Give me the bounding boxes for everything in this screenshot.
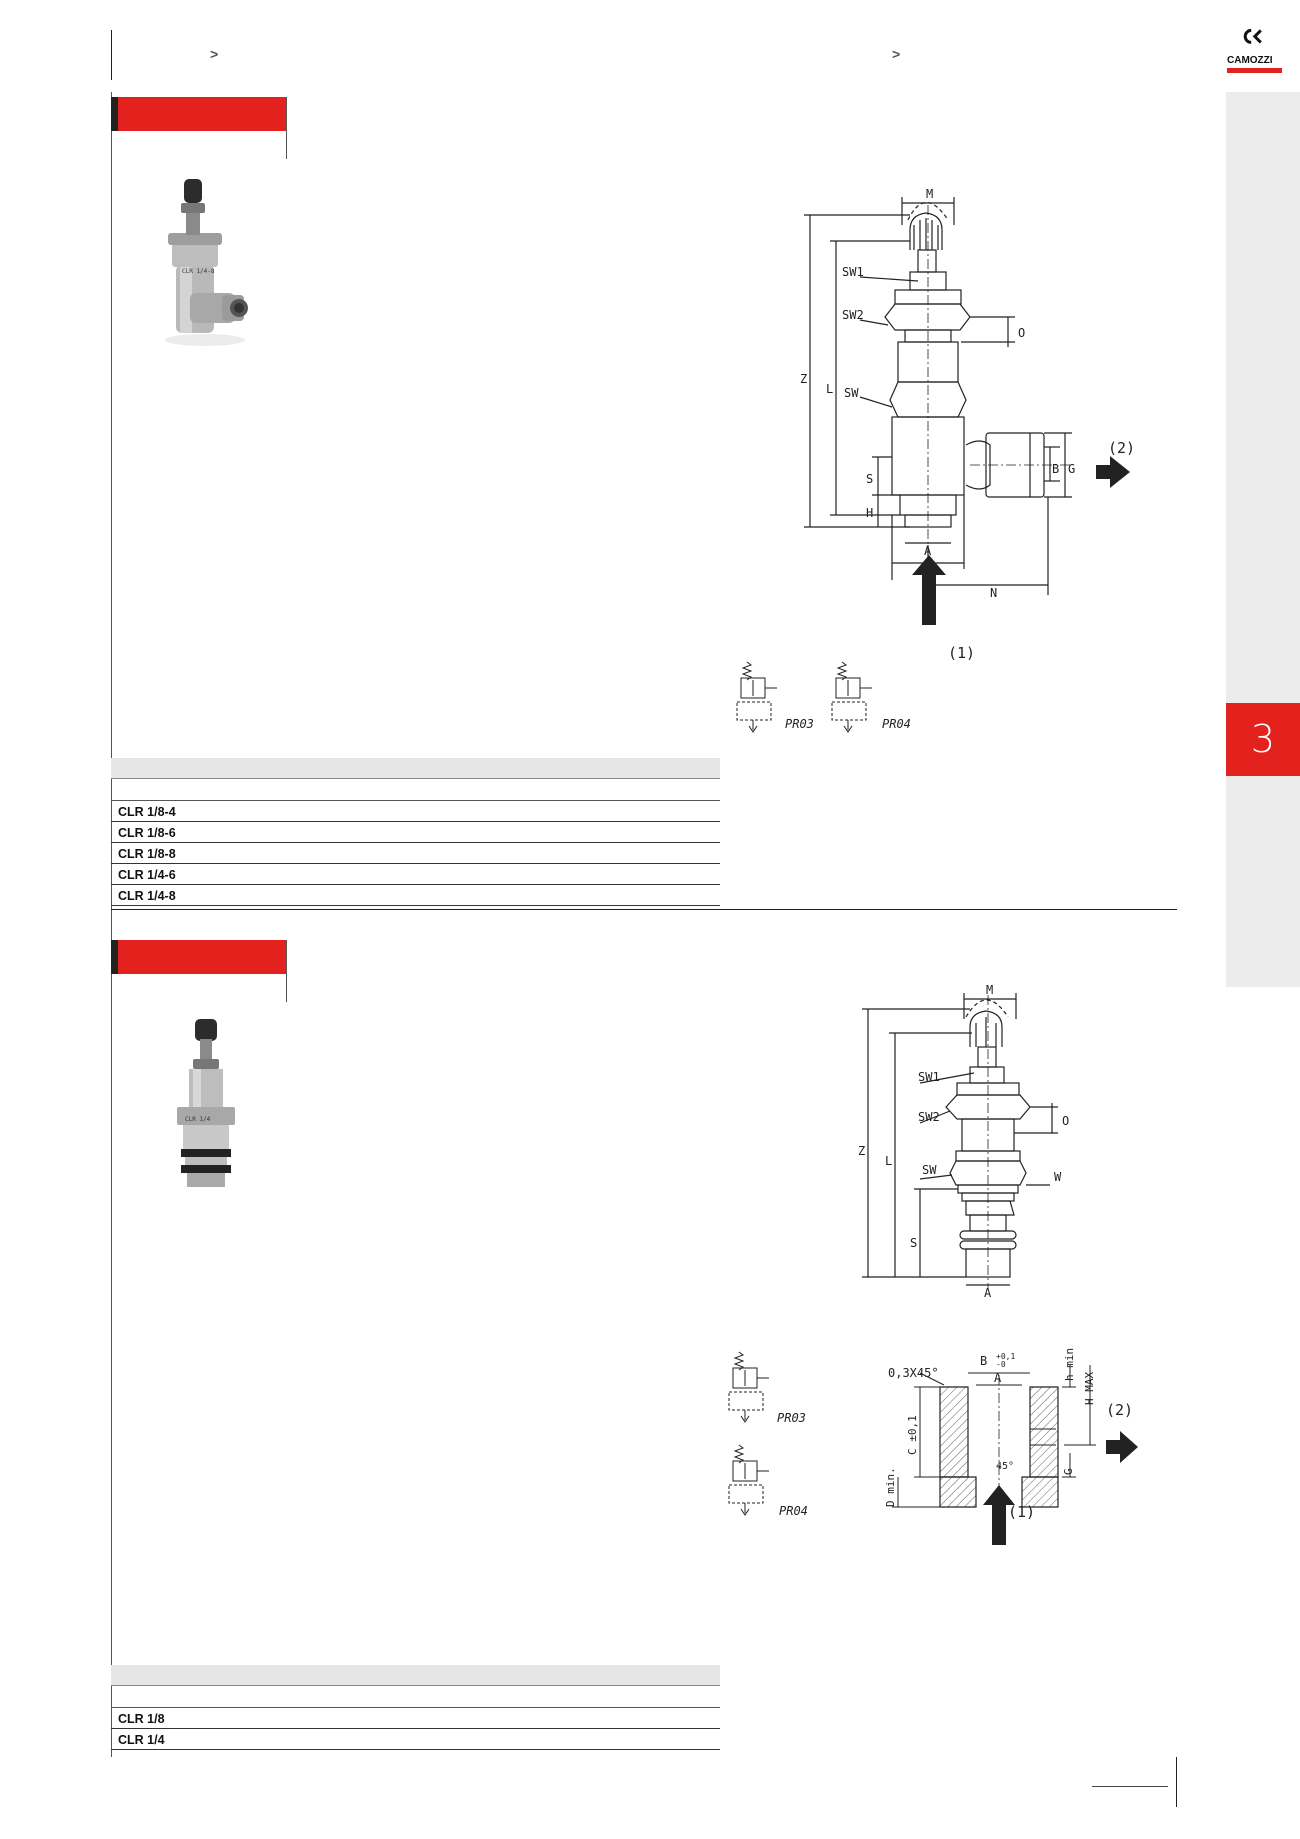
svg-text:CLR 1/4-8: CLR 1/4-8 xyxy=(182,268,215,275)
cavity-port1-label: (1) xyxy=(1008,1503,1035,1521)
cavity-b-label: B xyxy=(980,1354,987,1368)
section1-table-header xyxy=(111,758,720,778)
cavity-c-label: C ±0,1 xyxy=(906,1415,919,1455)
section1-symbol-pr04: PR04 xyxy=(831,661,911,733)
section2-symbol-pr03: PR03 xyxy=(728,1351,806,1425)
dim-z-label: Z xyxy=(800,372,807,386)
table-row: CLR 1/4-6 xyxy=(111,864,720,885)
dim-sw2-label: SW2 xyxy=(842,308,864,322)
cavity-hmax-label: H MAX xyxy=(1083,1372,1096,1405)
section2-title-bracket xyxy=(286,940,287,1002)
dim-h-label: H xyxy=(866,506,873,520)
cavity-g-label: G xyxy=(1062,1468,1075,1475)
footer-vertical-rule xyxy=(1176,1757,1177,1807)
dim-sw-label: SW xyxy=(844,386,859,400)
dim-w-label: W xyxy=(924,564,932,578)
dim2-sw1-label: SW1 xyxy=(918,1070,940,1084)
table-row: CLR 1/8-8 xyxy=(111,843,720,864)
table-row: CLR 1/8-6 xyxy=(111,822,720,843)
dim2-o-label: O xyxy=(1062,1114,1069,1128)
dim-l-label: L xyxy=(826,382,833,396)
dim2-w-label: W xyxy=(1054,1170,1062,1184)
section2-title-bar xyxy=(111,940,286,974)
dim-s-label: S xyxy=(866,472,873,486)
dim-sw1-label: SW1 xyxy=(842,265,864,279)
cavity-a-label: A xyxy=(994,1371,1002,1385)
section1-bottom-rule xyxy=(111,909,1177,910)
footer-rule xyxy=(1092,1786,1168,1787)
dim2-a-label: A xyxy=(984,1286,992,1300)
cavity-b-tol-plus: +0,1 xyxy=(996,1352,1015,1361)
dim2-m-label: M xyxy=(986,983,993,997)
dim2-l-label: L xyxy=(885,1154,892,1168)
section2-product-photo: CLR 1/4 xyxy=(177,1019,235,1187)
section1-title-bar xyxy=(111,97,286,131)
port1-label: (1) xyxy=(948,644,975,662)
section1-symbol-pr03: PR03 xyxy=(736,661,814,733)
chapter-tab[interactable]: 3 xyxy=(1226,703,1300,776)
dim-g-label: G xyxy=(1068,462,1075,476)
cavity-b-tol-minus: -0 xyxy=(996,1360,1006,1369)
dim-m-label: M xyxy=(926,187,933,201)
table-row: CLR 1/8-4 xyxy=(111,801,720,822)
chapter-sidebar xyxy=(1226,92,1300,987)
dim2-s-label: S xyxy=(910,1236,917,1250)
cavity-chamfer-label: 0,3X45° xyxy=(888,1366,939,1380)
dim-n-label: N xyxy=(990,586,997,600)
cavity-angle-label: 45° xyxy=(996,1461,1014,1472)
cavity-dmin-label: D min. xyxy=(884,1467,897,1507)
section1-table-subheader xyxy=(111,778,720,801)
section2-table-subheader xyxy=(111,1685,720,1708)
left-margin-line xyxy=(111,30,112,80)
symbol2-pr04-label: PR04 xyxy=(779,1504,808,1518)
table-row: CLR 1/4 xyxy=(111,1729,720,1750)
section1-product-photo: CLR 1/4-8 xyxy=(165,179,248,346)
cavity-hmin-label: h min xyxy=(1063,1348,1076,1381)
table-row: CLR 1/8 xyxy=(111,1708,720,1729)
symbol2-pr03-label: PR03 xyxy=(777,1411,806,1425)
dim2-sw2-label: SW2 xyxy=(918,1110,940,1124)
cavity-port2-label: (2) xyxy=(1106,1401,1133,1419)
section2-technical-drawing: M SW1 SW2 SW Z L O S W A xyxy=(858,983,1069,1300)
dim2-z-label: Z xyxy=(858,1144,865,1158)
section2-cavity-drawing: 0,3X45° B +0,1 -0 A (2) (1) 45° h min H … xyxy=(884,1348,1138,1545)
left-margin-line-body xyxy=(111,92,112,1757)
section2-title-bar-accent xyxy=(111,940,118,974)
section1-title-bar-accent xyxy=(111,97,118,131)
section2-table: CLR 1/8 CLR 1/4 xyxy=(111,1665,720,1750)
svg-text:CLR 1/4: CLR 1/4 xyxy=(185,1116,211,1123)
dim-b-label: B xyxy=(1052,462,1059,476)
brand-bar xyxy=(1227,68,1282,73)
dim-o-label: O xyxy=(1018,326,1025,340)
section2-symbol-pr04: PR04 xyxy=(728,1444,808,1518)
symbol-pr04-label: PR04 xyxy=(882,717,911,731)
symbol-pr03-label: PR03 xyxy=(785,717,814,731)
table-row: CLR 1/4-8 xyxy=(111,885,720,906)
dim2-sw-label: SW xyxy=(922,1163,937,1177)
section1-technical-drawing: M SW1 SW2 SW Z L O S H A W N B G (2) (1) xyxy=(800,187,1135,662)
section2-table-header xyxy=(111,1665,720,1685)
breadcrumb-arrow-right: > xyxy=(892,46,901,62)
dim-a-label: A xyxy=(924,544,932,558)
section1-table: CLR 1/8-4 CLR 1/8-6 CLR 1/8-8 CLR 1/4-6 … xyxy=(111,758,720,906)
camozzi-logo-icon xyxy=(1243,28,1262,44)
breadcrumb-arrow-left: > xyxy=(210,46,219,62)
section1-title-bracket xyxy=(286,97,287,159)
brand-name: CAMOZZI xyxy=(1227,55,1273,66)
port2-label: (2) xyxy=(1108,439,1135,457)
